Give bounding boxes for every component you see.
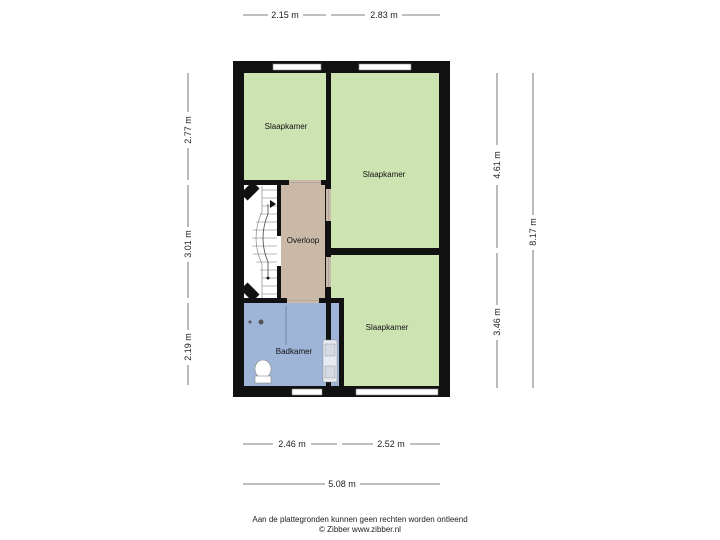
- stair-arrow-icon: [270, 200, 276, 208]
- label-bedroom-top-left: Slaapkamer: [265, 122, 308, 131]
- dim-right-total: 8.17 m: [528, 218, 538, 246]
- dim-left-top: 2.77 m: [183, 116, 193, 144]
- dim-left-middle: 3.01 m: [183, 230, 193, 258]
- room-bedroom-top-left: [244, 73, 326, 180]
- label-bedroom-top-right: Slaapkamer: [363, 170, 406, 179]
- doors: [277, 180, 331, 303]
- label-bathroom: Badkamer: [276, 347, 313, 356]
- footer-disclaimer: Aan de plattegronden kunnen geen rechten…: [252, 515, 468, 524]
- windows: [272, 63, 439, 396]
- room-bedroom-bottom-right: [331, 255, 439, 386]
- dim-bottom-total: 5.08 m: [328, 479, 356, 489]
- dim-top-right: 2.83 m: [370, 10, 398, 20]
- room-landing: [281, 185, 325, 298]
- dim-bottom-right: 2.52 m: [377, 439, 405, 449]
- dimension-lines: [187, 14, 534, 485]
- footer-credit: © Zibber www.zibber.nl: [319, 525, 401, 534]
- dim-right-inner-bottom: 3.46 m: [492, 308, 502, 336]
- shower-drain-icon: [258, 319, 264, 325]
- dim-top-left: 2.15 m: [271, 10, 299, 20]
- dim-left-bottom: 2.19 m: [183, 333, 193, 361]
- dim-right-inner-top: 4.61 m: [492, 151, 502, 179]
- room-bedroom-top-right: [331, 73, 439, 248]
- dim-bottom-left: 2.46 m: [278, 439, 306, 449]
- label-landing: Overloop: [287, 236, 320, 245]
- toilet-icon: [254, 359, 272, 379]
- stairwell: [240, 181, 281, 302]
- bathroom-fixtures: [248, 306, 338, 384]
- label-bedroom-bottom-right: Slaapkamer: [366, 323, 409, 332]
- room-bedroom-bottom-right-notch: [331, 255, 339, 299]
